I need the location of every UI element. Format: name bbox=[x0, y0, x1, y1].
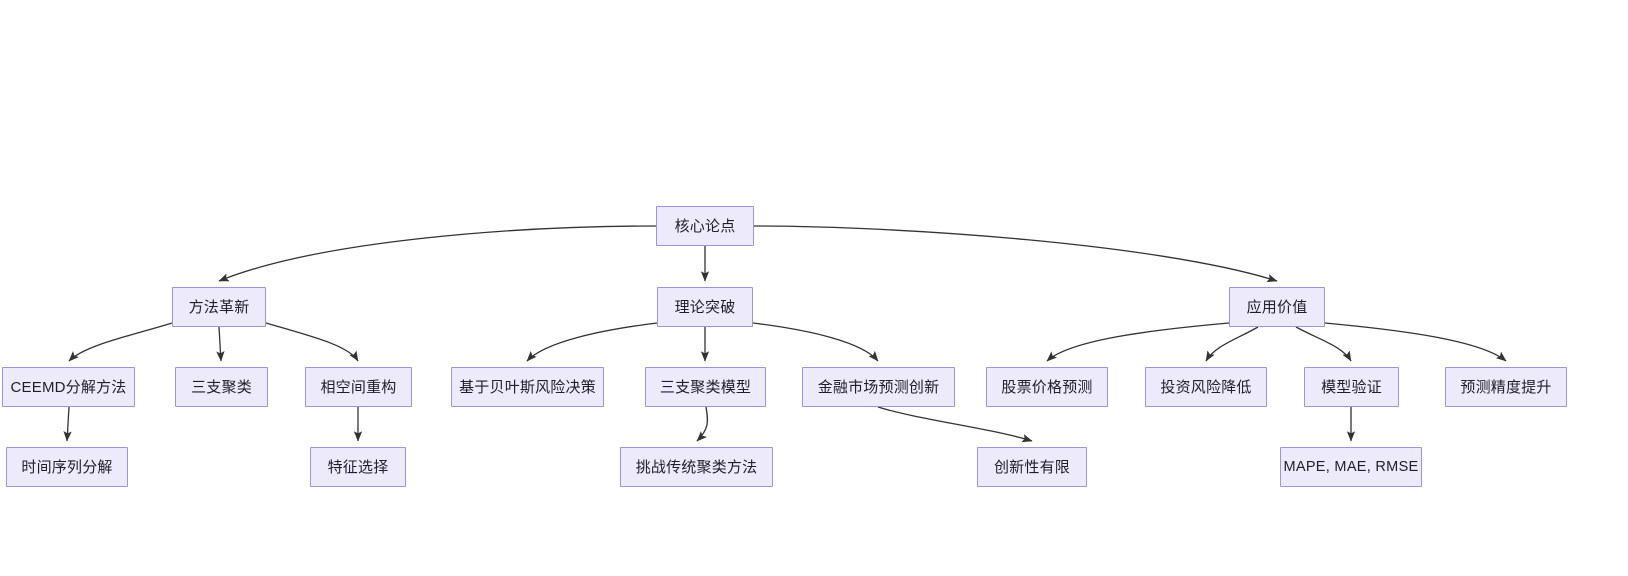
edge-root-to-l1c bbox=[753, 225, 1278, 283]
node-l3a[interactable]: 时间序列分解 bbox=[6, 447, 128, 487]
node-label: 股票价格预测 bbox=[1001, 378, 1093, 396]
node-l2a[interactable]: CEEMD分解方法 bbox=[2, 367, 135, 407]
edge-l1c-to-l2i bbox=[1295, 326, 1352, 362]
node-label: 创新性有限 bbox=[993, 458, 1070, 476]
node-l2j[interactable]: 预测精度提升 bbox=[1445, 367, 1567, 407]
edge-l1c-to-l2j bbox=[1324, 322, 1507, 362]
node-label: 预测精度提升 bbox=[1460, 378, 1552, 396]
edges-group bbox=[63, 225, 1507, 443]
node-l1a[interactable]: 方法革新 bbox=[172, 287, 266, 327]
node-label: 投资风险降低 bbox=[1160, 378, 1252, 396]
node-root[interactable]: 核心论点 bbox=[656, 206, 754, 246]
node-l2i[interactable]: 模型验证 bbox=[1304, 367, 1399, 407]
edge-l2a-to-l3a bbox=[63, 406, 72, 442]
node-l3e[interactable]: MAPE, MAE, RMSE bbox=[1280, 447, 1422, 487]
node-l2f[interactable]: 金融市场预测创新 bbox=[802, 367, 955, 407]
node-l2c[interactable]: 相空间重构 bbox=[305, 367, 412, 407]
edge-l1c-to-l2g bbox=[1046, 322, 1230, 362]
edge-l1a-to-l2b bbox=[216, 326, 225, 362]
edge-root-to-l1a bbox=[218, 225, 657, 282]
node-label: 理论突破 bbox=[674, 298, 736, 316]
node-l2b[interactable]: 三支聚类 bbox=[175, 367, 268, 407]
node-label: 特征选择 bbox=[327, 458, 389, 476]
node-l2e[interactable]: 三支聚类模型 bbox=[645, 367, 766, 407]
edge-l1c-to-l2h bbox=[1205, 326, 1259, 362]
edge-l2f-to-l3d bbox=[877, 406, 1033, 443]
edge-l2e-to-l3c bbox=[696, 406, 709, 442]
node-label: 基于贝叶斯风险决策 bbox=[459, 378, 596, 396]
node-label: 应用价值 bbox=[1246, 298, 1308, 316]
node-l3b[interactable]: 特征选择 bbox=[310, 447, 406, 487]
node-label: MAPE, MAE, RMSE bbox=[1283, 458, 1419, 475]
node-label: 挑战传统聚类方法 bbox=[635, 458, 758, 476]
node-label: 核心论点 bbox=[674, 217, 736, 235]
node-label: 时间序列分解 bbox=[21, 458, 113, 476]
node-label: 模型验证 bbox=[1321, 378, 1382, 396]
node-label: 金融市场预测创新 bbox=[817, 378, 940, 396]
edge-l1a-to-l2a bbox=[68, 322, 173, 362]
node-label: 方法革新 bbox=[188, 298, 250, 316]
node-l3c[interactable]: 挑战传统聚类方法 bbox=[620, 447, 773, 487]
node-l3d[interactable]: 创新性有限 bbox=[977, 447, 1087, 487]
node-l1b[interactable]: 理论突破 bbox=[657, 287, 753, 327]
node-label: 三支聚类模型 bbox=[659, 378, 752, 396]
node-label: 相空间重构 bbox=[320, 378, 397, 396]
edge-l1a-to-l2c bbox=[265, 322, 359, 362]
node-l1c[interactable]: 应用价值 bbox=[1229, 287, 1325, 327]
node-l2h[interactable]: 投资风险降低 bbox=[1145, 367, 1267, 407]
edge-l1b-to-l2f bbox=[752, 322, 879, 362]
node-l2g[interactable]: 股票价格预测 bbox=[986, 367, 1108, 407]
node-l2d[interactable]: 基于贝叶斯风险决策 bbox=[451, 367, 604, 407]
edge-l1b-to-l2d bbox=[526, 322, 658, 362]
node-label: 三支聚类 bbox=[191, 378, 252, 396]
node-label: CEEMD分解方法 bbox=[10, 378, 127, 396]
